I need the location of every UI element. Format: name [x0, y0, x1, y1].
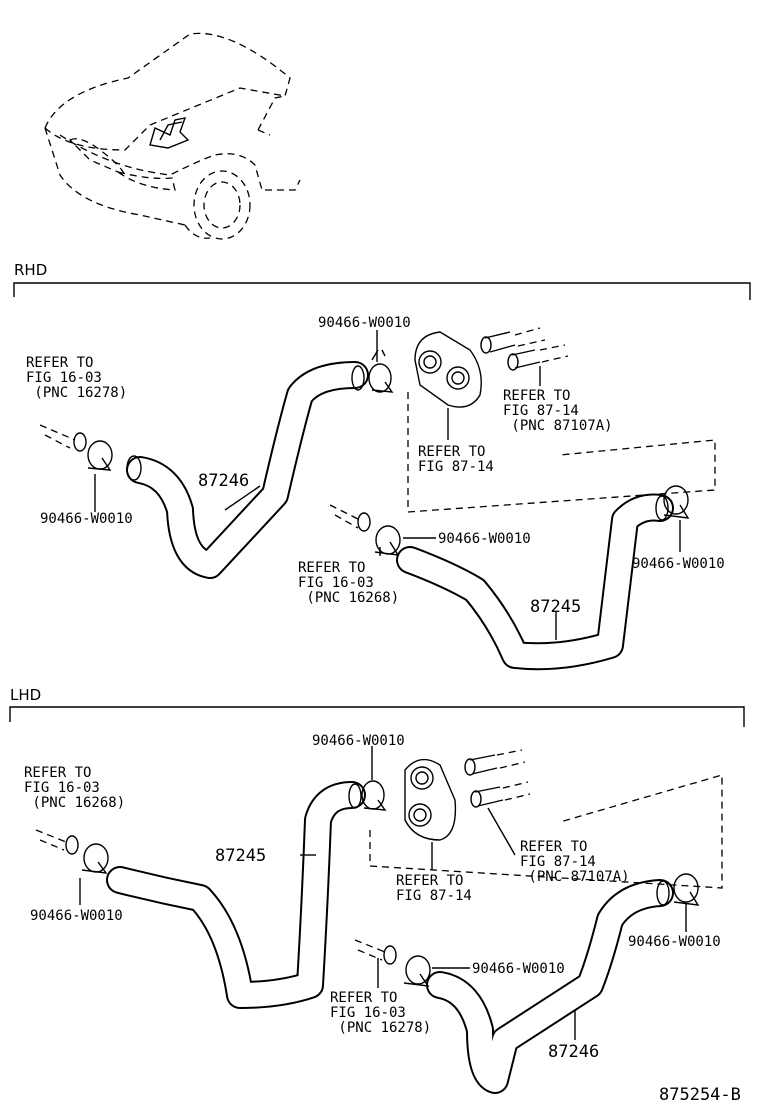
refer-text: FIG 87-14 — [396, 888, 472, 904]
dashed-reference-box-lhd — [369, 774, 723, 889]
section-label-rhd: RHD — [14, 261, 47, 279]
refer-text: FIG 16-03 — [298, 575, 374, 591]
clamp-part-number: 90466-W0010 — [438, 531, 531, 547]
refer-text: REFER TO — [24, 765, 91, 781]
refer-text: REFER TO — [396, 873, 463, 889]
refer-text: REFER TO — [520, 839, 587, 855]
water-valve-lhd — [404, 758, 457, 841]
leader-line — [487, 807, 516, 856]
dashed-reference-box-rhd — [407, 392, 716, 513]
refer-text: FIG 87-14 — [418, 459, 494, 475]
pipes-rhd — [480, 327, 569, 371]
clamp-icon — [361, 780, 387, 811]
clamp-part-number: 90466-W0010 — [318, 315, 411, 331]
clamp-icon — [81, 843, 109, 874]
clamp-part-number: 90466-W0010 — [472, 961, 565, 977]
hose-87245-rhd — [396, 493, 674, 671]
refer-text: FIG 16-03 — [330, 1005, 406, 1021]
hose-part-number: 87246 — [198, 471, 249, 491]
section-label-lhd: LHD — [10, 686, 41, 704]
pipes-lhd — [464, 749, 531, 808]
refer-text: REFER TO — [330, 990, 397, 1006]
clamp-part-number: 90466-W0010 — [628, 934, 721, 950]
hose-part-number: 87245 — [215, 846, 266, 866]
clamp-icon — [673, 873, 700, 906]
refer-text: (PNC 16278) — [26, 385, 127, 401]
pipe-stub-lhd-left — [35, 829, 79, 855]
refer-text: (PNC 16268) — [298, 590, 399, 606]
clamp-icon — [403, 955, 431, 987]
refer-text: (PNC 87107A) — [520, 869, 630, 885]
section-bracket-rhd — [13, 282, 751, 300]
pipe-stub-rhd-mid — [329, 504, 371, 532]
refer-text: FIG 16-03 — [24, 780, 100, 796]
clamp-icon — [663, 485, 690, 519]
refer-text: REFER TO — [418, 444, 485, 460]
clamp-part-number: 90466-W0010 — [632, 556, 725, 572]
hose-part-number: 87245 — [530, 597, 581, 617]
clamp-part-number: 90466-W0010 — [312, 733, 405, 749]
figure-code: 875254-B — [659, 1085, 741, 1105]
clamp-icon — [368, 349, 394, 393]
refer-text: FIG 87-14 — [520, 854, 596, 870]
refer-text: (PNC 87107A) — [503, 418, 613, 434]
water-valve-rhd — [414, 331, 482, 408]
section-bracket-lhd — [9, 706, 745, 727]
refer-text: FIG 16-03 — [26, 370, 102, 386]
hose-87245-lhd — [106, 781, 366, 1009]
clamp-part-number: 90466-W0010 — [40, 511, 133, 527]
pipe-stub-rhd-left — [39, 424, 87, 452]
clamp-icon — [374, 525, 401, 556]
car-outline-icon — [44, 32, 301, 240]
refer-text: (PNC 16278) — [330, 1020, 431, 1036]
hose-part-number: 87246 — [548, 1042, 599, 1062]
refer-text: FIG 87-14 — [503, 403, 579, 419]
refer-text: REFER TO — [298, 560, 365, 576]
hose-87246-lhd — [426, 879, 674, 1094]
refer-text: (PNC 16268) — [24, 795, 125, 811]
leader-line — [224, 485, 261, 511]
pipe-stub-lhd-mid — [354, 939, 397, 965]
refer-text: REFER TO — [26, 355, 93, 371]
clamp-icon — [87, 440, 113, 471]
refer-text: REFER TO — [503, 388, 570, 404]
clamp-part-number: 90466-W0010 — [30, 908, 123, 924]
hose-87246-rhd — [126, 361, 369, 579]
